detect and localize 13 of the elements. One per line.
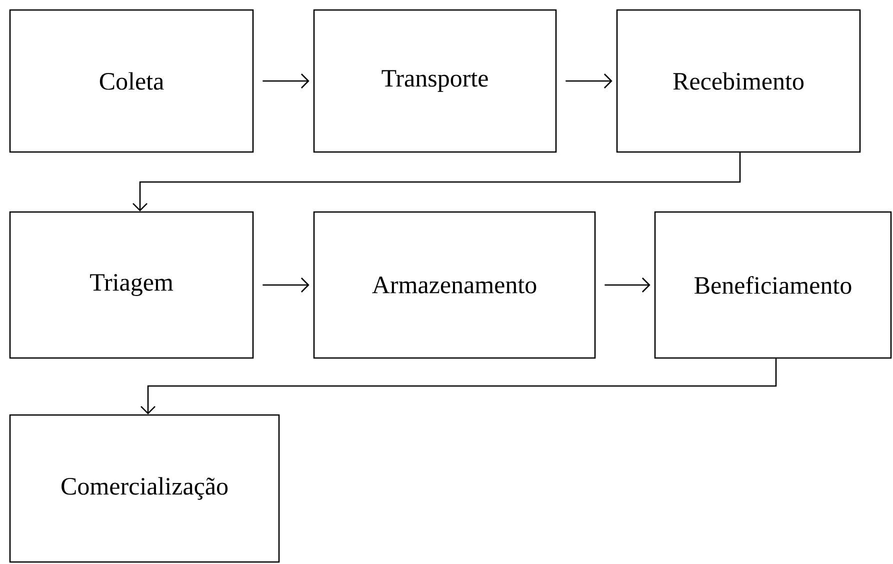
process-box: Transporte (313, 9, 557, 153)
process-box: Armazenamento (313, 211, 596, 359)
process-box: Coleta (9, 9, 254, 153)
process-box: Comercialização (9, 414, 280, 563)
process-box: Beneficiamento (654, 211, 892, 359)
arrow (262, 74, 310, 88)
process-box: Triagem (9, 211, 254, 359)
arrow (140, 358, 777, 414)
arrow (604, 278, 650, 292)
arrow (262, 278, 310, 292)
arrow (132, 152, 741, 212)
arrow (566, 74, 612, 88)
process-box: Recebimento (616, 9, 861, 153)
